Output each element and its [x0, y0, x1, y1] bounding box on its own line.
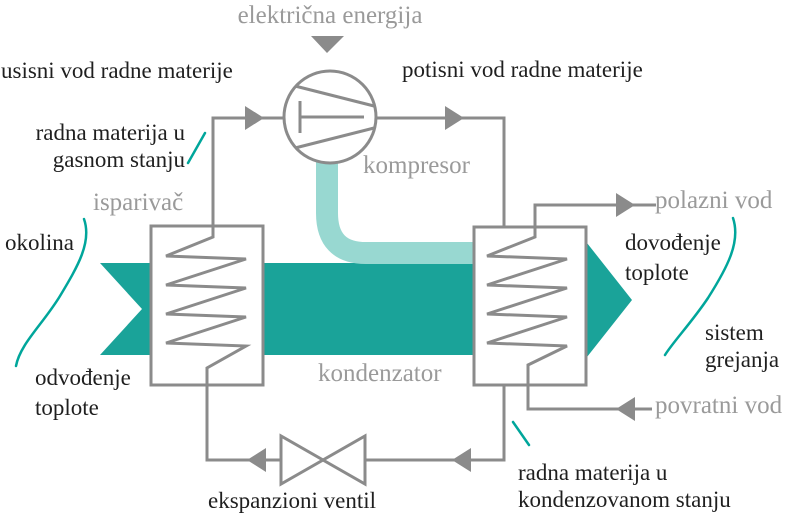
label-working-medium-condensed-line2: kondenzovanom stanju	[518, 487, 731, 512]
expansion-valve-symbol	[279, 433, 367, 487]
label-heat-supply: dovođenje toplote	[625, 228, 721, 288]
expansion-flow-arrowhead	[247, 448, 266, 472]
compressor-fan-line-top	[294, 84, 375, 108]
label-heat-supply-line2: toplote	[625, 260, 689, 285]
evaporator-box	[149, 224, 265, 387]
label-working-medium-gas: radna materija u gasnom stanju	[20, 119, 185, 173]
heating-system-brace-curve	[663, 216, 737, 357]
label-evaporator: isparivač	[93, 189, 184, 216]
label-supply-line: polazni vod	[655, 187, 773, 214]
condenser-coil-pipe	[486, 203, 656, 411]
label-working-medium-gas-line1: radna materija u	[35, 120, 185, 145]
label-heat-removal-line1: odvođenje	[35, 365, 131, 390]
label-working-medium-gas-line2: gasnom stanju	[52, 147, 185, 172]
label-condenser: kondenzator	[318, 360, 442, 387]
compressor-symbol	[282, 69, 378, 165]
label-heat-supply-line1: dovođenje	[625, 230, 721, 255]
label-expansion-valve: ekspanzioni ventil	[208, 488, 376, 513]
gas-state-pointer-line	[186, 131, 207, 165]
label-heating-system-line1: sistem	[705, 320, 764, 345]
label-heat-removal: odvođenje toplote	[35, 363, 131, 423]
return-line-arrowhead	[616, 397, 635, 421]
environment-brace-curve	[14, 217, 88, 368]
label-working-medium-condensed: radna materija u kondenzovanom stanju	[518, 459, 731, 513]
label-compressor: kompresor	[363, 152, 470, 179]
suction-flow-arrowhead	[245, 106, 264, 130]
label-discharge-line: potisni vod radne materije	[402, 57, 643, 82]
label-working-medium-condensed-line1: radna materija u	[518, 460, 668, 485]
label-heat-removal-line2: toplote	[35, 395, 99, 420]
label-environment: okolina	[5, 230, 74, 255]
label-electrical-energy: električna energija	[237, 2, 423, 29]
label-suction-line: usisni vod radne materije	[1, 58, 233, 83]
evaporator-coil-pipe	[165, 116, 284, 462]
condenser-box	[472, 225, 588, 387]
label-return-line: povratni vod	[655, 392, 783, 419]
condensate-flow-arrowhead	[452, 448, 471, 472]
expansion-valve-right-triangle	[319, 433, 367, 487]
label-heating-system: sistem grejanja	[705, 319, 779, 373]
electrical-energy-arrowhead	[311, 36, 344, 53]
discharge-flow-arrowhead	[445, 106, 464, 130]
hot-gas-pipe	[316, 148, 475, 264]
condensate-pipe	[365, 385, 506, 462]
supply-line-arrowhead	[616, 193, 635, 217]
compressor-fan-line-bottom	[294, 126, 375, 150]
condensed-state-pointer-line	[511, 420, 531, 447]
label-heating-system-line2: grejanja	[705, 347, 780, 372]
expansion-valve-left-triangle	[279, 433, 327, 487]
discharge-pipe	[376, 116, 506, 227]
